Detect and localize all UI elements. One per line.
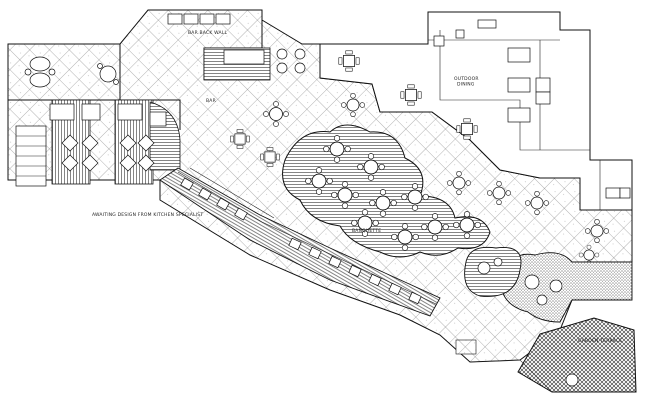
right-lounge <box>464 246 633 323</box>
mid-label: BANQUETTE <box>352 228 381 234</box>
top-room-label: BAR BACK WALL <box>188 30 228 36</box>
outdoor-dining-label-line1: OUTDOOR <box>454 76 479 82</box>
outdoor-dining-label: OUTDOOR DINING <box>454 76 480 88</box>
central-circular-seating: BANQUETTE <box>282 124 491 258</box>
diagonal-booth-row: AWAITING DESIGN FROM KITCHEN SPECIALIST <box>92 167 441 317</box>
outdoor-dining-area <box>319 11 633 211</box>
garden-terrace: GARDEN TERRACE <box>455 317 637 393</box>
left-booth-room <box>7 43 181 187</box>
top-bar-room: BAR BACK WALL BAR <box>148 9 306 104</box>
bar-label: BAR <box>206 98 216 104</box>
outdoor-tables: OUTDOOR DINING <box>338 19 631 199</box>
kitchen-note-label: AWAITING DESIGN FROM KITCHEN SPECIALIST <box>92 212 203 218</box>
outdoor-dining-label-line2: DINING <box>457 82 475 88</box>
corner-room-label: GARDEN TERRACE <box>578 338 622 344</box>
